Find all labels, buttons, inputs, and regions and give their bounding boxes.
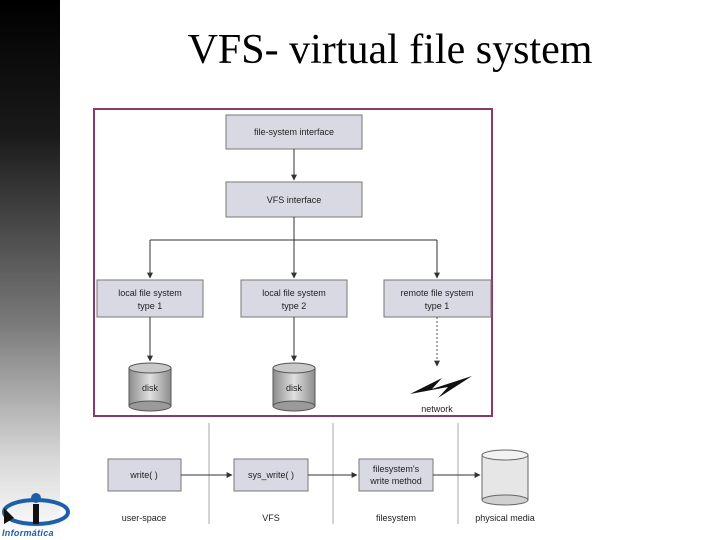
write-box: write( ) bbox=[107, 458, 182, 492]
sys-write-box: sys_write( ) bbox=[233, 458, 309, 492]
network-label: network bbox=[421, 404, 453, 414]
local2-label-1: local file system bbox=[262, 288, 326, 298]
fs-write-label-2: write method bbox=[369, 476, 422, 486]
write-label: write( ) bbox=[129, 470, 158, 480]
local1-label-1: local file system bbox=[118, 288, 182, 298]
left-gradient-bar bbox=[0, 0, 60, 540]
fs-write-method-box: filesystem's write method bbox=[358, 458, 434, 492]
local2-label-2: type 2 bbox=[282, 301, 307, 311]
disk2-icon: disk bbox=[272, 362, 316, 412]
physical-media-icon bbox=[481, 449, 529, 506]
disk2-label: disk bbox=[286, 383, 303, 393]
local-fs-type2-box: local file system type 2 bbox=[240, 279, 348, 318]
slide-title: VFS- virtual file system bbox=[187, 27, 593, 73]
fs-interface-box: file-system interface bbox=[225, 114, 363, 150]
col-user-space: user-space bbox=[122, 513, 167, 523]
sys-write-label: sys_write( ) bbox=[248, 470, 294, 480]
logo-text: Informática bbox=[2, 528, 54, 538]
vfs-interface-box: VFS interface bbox=[225, 181, 363, 218]
col-physical-media: physical media bbox=[475, 513, 535, 523]
col-vfs: VFS bbox=[262, 513, 280, 523]
disk1-icon: disk bbox=[128, 362, 172, 412]
remote-label-2: type 1 bbox=[425, 301, 450, 311]
remote-fs-box: remote file system type 1 bbox=[383, 279, 492, 318]
disk1-label: disk bbox=[142, 383, 159, 393]
local-fs-type1-box: local file system type 1 bbox=[96, 279, 204, 318]
network-lightning-icon: network bbox=[410, 376, 472, 414]
fs-interface-label: file-system interface bbox=[254, 127, 334, 137]
col-filesystem: filesystem bbox=[376, 513, 416, 523]
vfs-interface-label: VFS interface bbox=[267, 195, 322, 205]
informatica-logo bbox=[0, 488, 74, 540]
remote-label-1: remote file system bbox=[400, 288, 473, 298]
logo-swirl-icon bbox=[2, 493, 70, 526]
fs-write-label-1: filesystem's bbox=[373, 464, 420, 474]
local1-label-2: type 1 bbox=[138, 301, 163, 311]
